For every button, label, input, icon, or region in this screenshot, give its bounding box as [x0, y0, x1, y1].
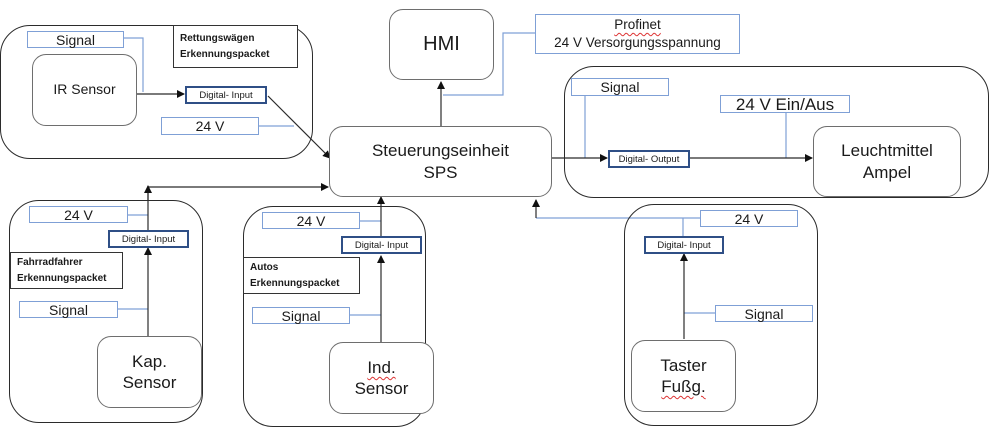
hmi-label: HMI [423, 33, 460, 55]
rettung-signal-label: Signal [27, 31, 124, 48]
fahrrad-power-label: 24 V [29, 206, 128, 223]
taster-group [624, 204, 818, 426]
autos-io-text: Digital- Input [354, 239, 409, 251]
ir-sensor-node[interactable]: IR Sensor [32, 54, 137, 126]
kap-sensor-node[interactable]: Kap. Sensor [97, 336, 202, 408]
taster-power-text: 24 V [734, 210, 764, 227]
ampel-digital-output: Digital- Output [608, 150, 690, 168]
kap-sensor-line2: Sensor [122, 373, 177, 392]
autos-signal-label: Signal [252, 307, 350, 324]
rettung-title-line1: Rettungswägen [180, 32, 255, 44]
fahrrad-signal-text: Signal [49, 301, 88, 318]
fahrrad-io-text: Digital- Input [121, 233, 176, 245]
rettung-group [0, 25, 313, 159]
rettung-title: Rettungswägen Erkennungspacket [173, 25, 298, 68]
rettung-title-line2: Erkennungspacket [180, 48, 270, 60]
fahrrad-signal-label: Signal [19, 301, 118, 318]
autos-signal-text: Signal [281, 307, 321, 324]
rettung-power-text: 24 V [195, 118, 225, 134]
ampel-power-label: 24 V Ein/Aus [720, 95, 850, 113]
sps-label-line1: Steuerungseinheit [371, 141, 510, 161]
fahrrad-group [9, 200, 203, 423]
taster-signal-text: Signal [744, 305, 784, 322]
rettung-power-label: 24 V [161, 117, 259, 135]
lamp-label-line2: Ampel [862, 162, 912, 182]
taster-digital-input: Digital- Input [644, 236, 724, 254]
rettung-io-text: Digital- Input [199, 89, 253, 101]
taster-power-label: 24 V [700, 210, 798, 227]
ampel-signal-label: Signal [571, 78, 669, 96]
ind-sensor-node[interactable]: Ind. Sensor [329, 342, 434, 414]
ampel-group [564, 66, 989, 198]
autos-power-label: 24 V [262, 212, 360, 229]
kap-sensor-line1: Kap. [132, 351, 167, 371]
autos-power-text: 24 V [296, 212, 326, 229]
rettung-signal-text: Signal [56, 31, 95, 48]
ampel-io-text: Digital- Output [618, 153, 680, 165]
autos-title-line2: Erkennungspacket [250, 277, 340, 289]
autos-digital-input: Digital- Input [341, 236, 422, 254]
autos-title: Autos Erkennungspacket [243, 257, 360, 294]
rettung-digital-input: Digital- Input [185, 86, 267, 104]
sps-label-line2: SPS [423, 162, 458, 182]
fahrrad-title-line2: Erkennungspacket [17, 272, 107, 284]
taster-signal-label: Signal [715, 305, 813, 322]
fahrrad-title-line1: Fahrradfahrer [17, 256, 83, 268]
taster-line2: Fußg. [661, 377, 706, 396]
hmi-node[interactable]: HMI [389, 9, 494, 80]
ampel-power-text: 24 V Ein/Aus [735, 94, 835, 114]
profinet-label: Profinet 24 V Versorgungsspannung [535, 14, 740, 54]
ampel-signal-text: Signal [600, 79, 640, 95]
ind-sensor-line1: Ind. [367, 357, 396, 377]
autos-title-line1: Autos [250, 261, 279, 273]
taster-node[interactable]: Taster Fußg. [631, 340, 736, 412]
fahrrad-power-text: 24 V [64, 206, 93, 223]
fahrrad-title: Fahrradfahrer Erkennungspacket [10, 252, 123, 289]
ir-sensor-label: IR Sensor [53, 81, 116, 98]
lamp-label-line1: Leuchtmittel [841, 141, 933, 161]
taster-line1: Taster [660, 355, 707, 375]
ind-sensor-line2: Sensor [354, 379, 409, 398]
taster-io-text: Digital- Input [657, 239, 711, 251]
profinet-text: Profinet [614, 16, 661, 32]
sps-node[interactable]: Steuerungseinheit SPS [329, 126, 552, 197]
fahrrad-digital-input: Digital- Input [108, 230, 189, 248]
autos-group [243, 206, 426, 427]
supply-voltage-text: 24 V Versorgungsspannung [554, 35, 721, 50]
leuchtmittel-node[interactable]: Leuchtmittel Ampel [813, 126, 961, 197]
